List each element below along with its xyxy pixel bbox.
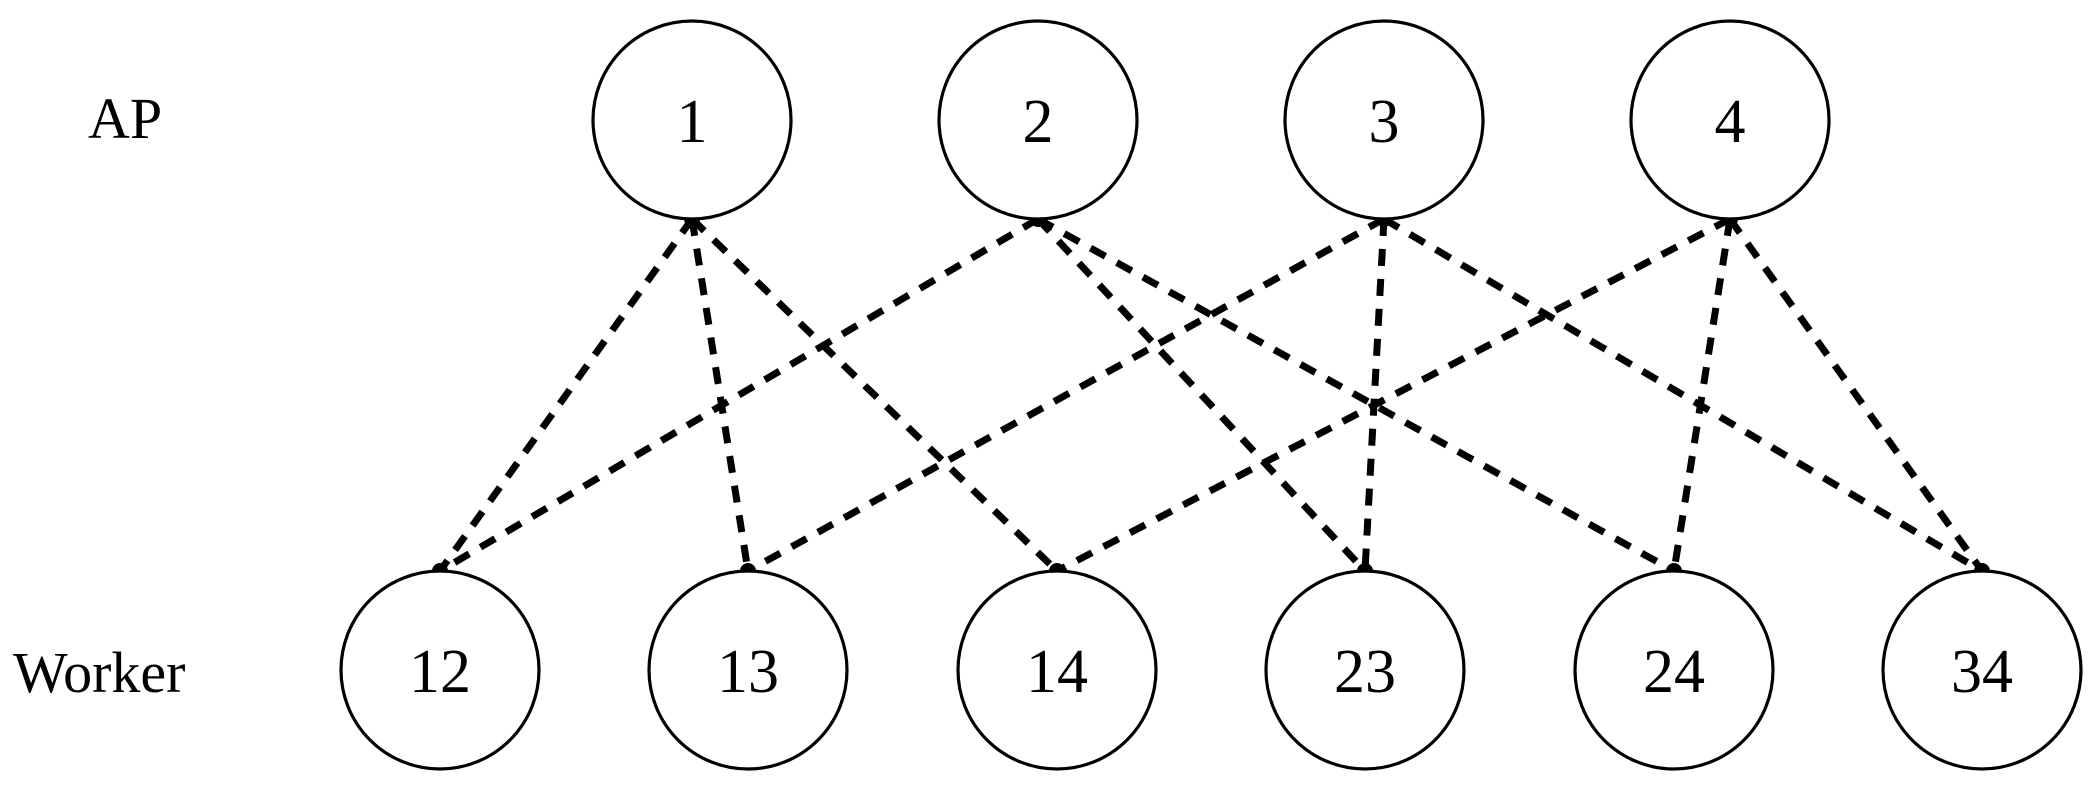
edge-ap-1-to-w-14 [689, 216, 1060, 574]
worker-node-circle[interactable] [1573, 569, 1775, 771]
worker-node-layer: 12 13 14 23 24 34 [339, 569, 2083, 771]
edge-ap-3-to-w-13 [746, 215, 1386, 575]
ap-node-label: 4 [1715, 88, 1746, 156]
row-label-ap: AP [88, 86, 162, 151]
edge-ap-4-to-w-34 [1727, 216, 1985, 574]
ap-node-label: 1 [677, 88, 708, 156]
port-dot-layer [432, 211, 1990, 579]
ap-node-1[interactable]: 1 [591, 19, 793, 221]
worker-node-circle[interactable] [956, 569, 1158, 771]
worker-node-label: 12 [409, 638, 471, 706]
worker-node-24[interactable]: 24 [1573, 569, 1775, 771]
ap-node-circle[interactable] [591, 19, 793, 221]
ap-node-label: 2 [1023, 88, 1054, 156]
worker-node-label: 34 [1951, 638, 2013, 706]
edge-ap-2-to-w-23 [1035, 216, 1368, 574]
worker-node-circle[interactable] [647, 569, 849, 771]
worker-node-12[interactable]: 12 [339, 569, 541, 771]
edge-ap-3-to-w-23 [1361, 218, 1388, 572]
worker-node-label: 13 [717, 638, 779, 706]
ap-node-3[interactable]: 3 [1283, 19, 1485, 221]
edge-ap-1-to-w-12 [437, 216, 695, 574]
worker-node-23[interactable]: 23 [1264, 569, 1466, 771]
worker-node-circle[interactable] [1264, 569, 1466, 771]
worker-node-label: 23 [1334, 638, 1396, 706]
edge-ap-2-to-w-12 [438, 215, 1040, 575]
ap-node-layer: 1 2 3 4 [591, 19, 1831, 221]
ap-node-4[interactable]: 4 [1629, 19, 1831, 221]
worker-node-circle[interactable] [1881, 569, 2083, 771]
worker-node-label: 24 [1643, 638, 1705, 706]
worker-node-circle[interactable] [339, 569, 541, 771]
ap-node-circle[interactable] [937, 19, 1139, 221]
worker-node-13[interactable]: 13 [647, 569, 849, 771]
edge-ap-4-to-w-14 [1055, 215, 1732, 575]
ap-node-label: 3 [1369, 88, 1400, 156]
edge-layer [437, 215, 1985, 575]
ap-node-circle[interactable] [1283, 19, 1485, 221]
ap-node-2[interactable]: 2 [937, 19, 1139, 221]
ap-node-circle[interactable] [1629, 19, 1831, 221]
edge-ap-3-to-w-34 [1382, 215, 1984, 575]
worker-node-14[interactable]: 14 [956, 569, 1158, 771]
row-label-worker: Worker [13, 640, 185, 705]
worker-node-34[interactable]: 34 [1881, 569, 2083, 771]
worker-node-label: 14 [1026, 638, 1088, 706]
edge-ap-2-to-w-24 [1036, 215, 1676, 575]
